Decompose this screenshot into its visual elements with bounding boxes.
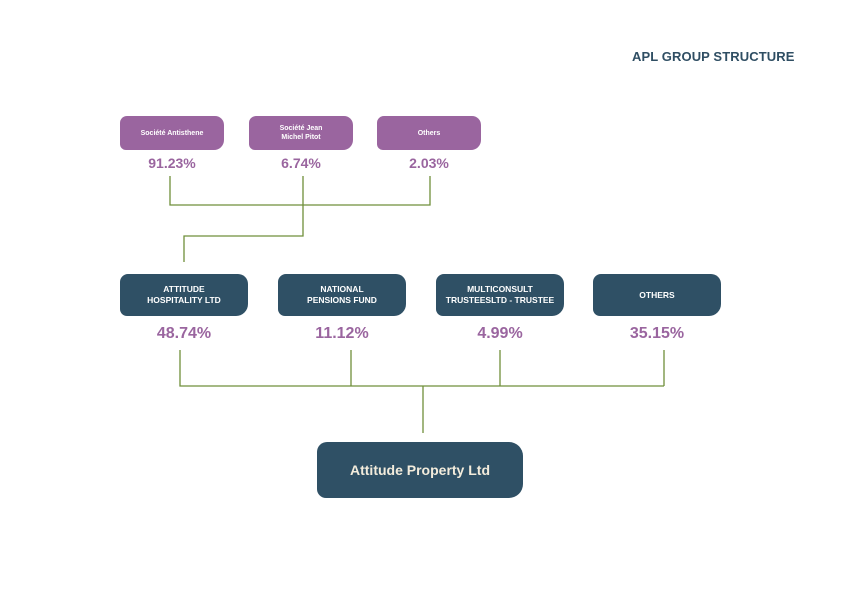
shareholder-pct-national-pensions-fund: 11.12% [315, 325, 369, 342]
shareholder-box-antisthene: Société Antisthene [120, 116, 224, 150]
connector-top-antisthene [169, 176, 303, 206]
shareholder-box-jean-michel-pitot: Société Jean Michel Pitot [249, 116, 353, 150]
root-company-box: Attitude Property Ltd [317, 442, 523, 498]
shareholder-pct-others-mid: 35.15% [629, 325, 685, 342]
shareholder-box-multiconsult: MULTICONSULT TRUSTEESLTD - TRUSTEE [436, 274, 564, 316]
connector-top-others [303, 176, 431, 206]
shareholder-box-others-top: Others [377, 116, 481, 150]
shareholder-pct-multiconsult: 4.99% [477, 325, 523, 342]
shareholder-pct-jean-michel-pitot: 6.74% [281, 155, 321, 171]
diagram-title: APL GROUP STRUCTURE [632, 49, 795, 64]
shareholder-box-national-pensions-fund: NATIONAL PENSIONS FUND [278, 274, 406, 316]
connector-mid-ahl [179, 350, 664, 387]
connector-top-jmp [183, 176, 304, 262]
shareholder-box-attitude-hospitality: ATTITUDE HOSPITALITY LTD [120, 274, 248, 316]
shareholder-pct-antisthene: 91.23% [148, 155, 196, 171]
shareholder-box-others-mid: OTHERS [593, 274, 721, 316]
shareholder-pct-attitude-hospitality: 48.74% [156, 325, 212, 342]
shareholder-pct-others-top: 2.03% [409, 155, 449, 171]
